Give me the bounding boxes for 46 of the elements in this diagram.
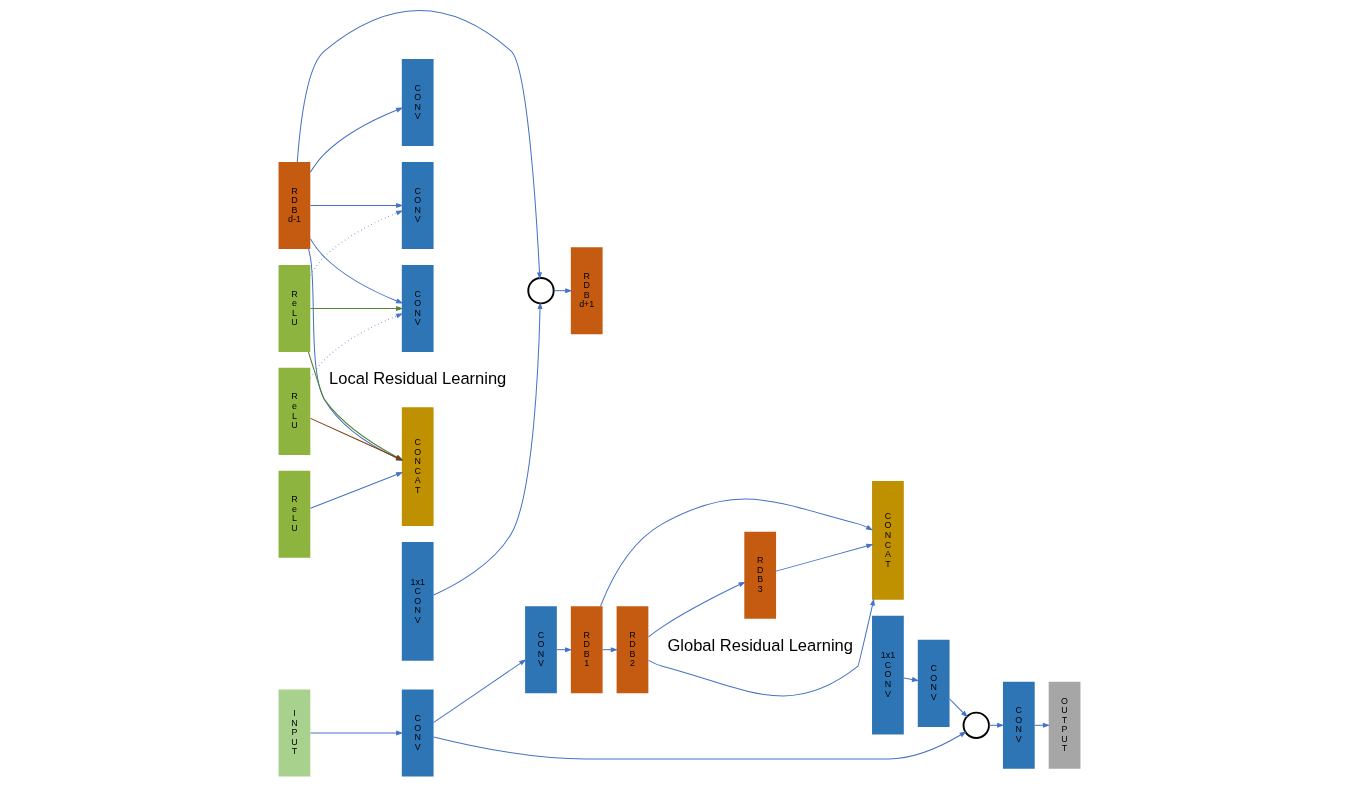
arrow xyxy=(432,731,967,760)
node-box: I N P U T xyxy=(278,689,310,777)
node-box: C O N V xyxy=(401,264,434,352)
node-box: R e L U xyxy=(278,264,310,352)
node-box: R D B 3 xyxy=(743,531,776,619)
node-box: C O N C A T xyxy=(871,481,904,600)
node-box: R D B d-1 xyxy=(278,162,310,250)
arrow xyxy=(309,238,403,304)
arrow xyxy=(309,730,403,736)
arrow xyxy=(647,598,875,697)
arrow xyxy=(307,248,403,462)
node-box: R e L U xyxy=(278,470,310,558)
arrow xyxy=(775,543,873,572)
arrow xyxy=(307,351,403,461)
node-box: R D B 1 xyxy=(570,606,603,694)
arrow xyxy=(552,288,572,294)
arrow xyxy=(309,305,403,311)
node-box: C O N V xyxy=(401,689,434,777)
arrow xyxy=(902,677,919,682)
arrow xyxy=(309,107,403,173)
arrow xyxy=(309,313,403,379)
node-box: C O N V xyxy=(401,162,434,250)
arrow xyxy=(309,472,403,509)
arrow xyxy=(309,210,403,276)
node-box: 1x1 C O N V xyxy=(871,615,904,735)
node-box: C O N C A T xyxy=(401,407,434,527)
label: Local Residual Learning xyxy=(328,368,506,388)
arrow xyxy=(296,10,542,280)
node-box: 1x1 C O N V xyxy=(401,542,434,661)
arrow xyxy=(309,417,403,461)
node-box: C O N V xyxy=(524,606,557,694)
node-box: C O N V xyxy=(1002,681,1035,769)
arrow xyxy=(948,698,968,718)
arrow xyxy=(432,301,542,596)
node-box: R D B 2 xyxy=(616,606,648,694)
arrow xyxy=(599,498,873,607)
arrow xyxy=(647,581,746,638)
node-box: C O N V xyxy=(401,59,434,147)
node-box: R D B d+1 xyxy=(570,247,603,335)
arrow xyxy=(309,203,403,208)
node-circle xyxy=(526,277,555,305)
node-box: R e L U xyxy=(278,367,310,455)
arrow xyxy=(432,659,526,723)
label: Global Residual Learning xyxy=(666,635,853,655)
node-box: C O N V xyxy=(917,639,950,727)
node-box: O U T P U T xyxy=(1048,681,1080,769)
